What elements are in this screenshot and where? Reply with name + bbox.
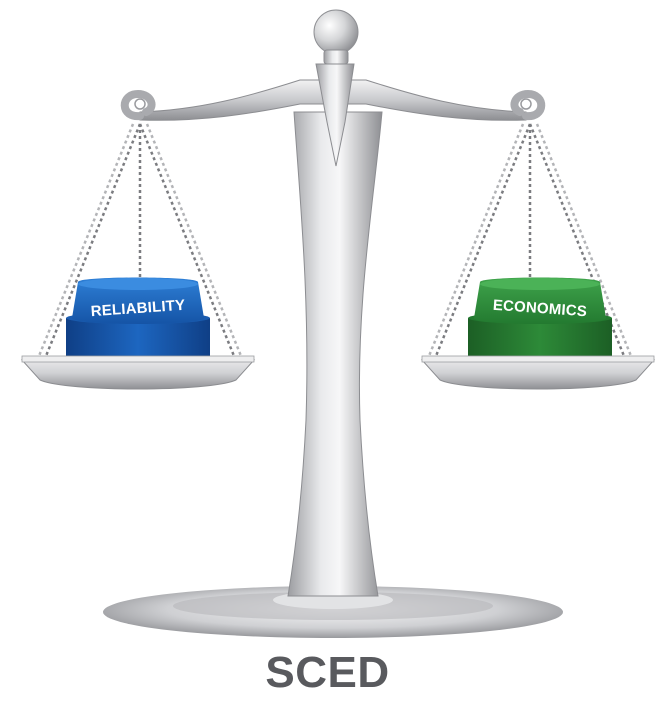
beam-curl-right bbox=[510, 89, 546, 120]
beam-curl-left bbox=[120, 89, 156, 120]
pan-right bbox=[420, 355, 655, 390]
reliability-label: RELIABILITY bbox=[90, 297, 186, 321]
economics-label: ECONOMICS bbox=[492, 297, 587, 321]
scale-pointer bbox=[315, 63, 355, 167]
scale-top-knob bbox=[313, 9, 359, 55]
scale-column bbox=[287, 111, 383, 597]
reliability-weight: RELIABILITY bbox=[66, 277, 210, 360]
economics-weight: ECONOMICS bbox=[468, 277, 612, 360]
scale-base bbox=[103, 586, 563, 638]
chains-left bbox=[37, 123, 243, 357]
scale-caption: SCED bbox=[265, 648, 390, 697]
chains-right bbox=[427, 123, 633, 357]
pan-left bbox=[20, 355, 256, 390]
